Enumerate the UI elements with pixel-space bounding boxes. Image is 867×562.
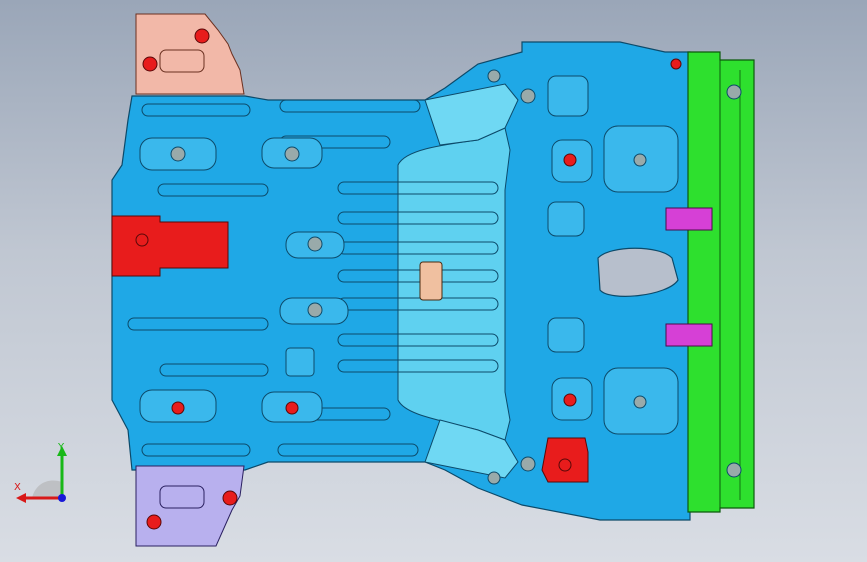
triad-y-label: Y [58, 442, 65, 453]
tunnel-clip [419, 261, 443, 301]
floor-access-hole [597, 247, 679, 297]
triad-z-axis [58, 494, 66, 502]
triad-x-label: X [14, 482, 21, 493]
front-left-bracket[interactable] [135, 13, 245, 95]
tunnel-lower-flare [424, 419, 519, 479]
rail-clip-upper [665, 207, 713, 231]
front-bracket-slot [159, 49, 205, 73]
rear-left-bracket[interactable] [135, 465, 245, 547]
triad-y-arrow [57, 446, 67, 456]
triad-x-arrow [16, 493, 26, 503]
axis-triad [16, 446, 67, 503]
triad-plane [32, 480, 62, 498]
grey-bosses [170, 69, 742, 485]
rear-bracket-slot [159, 485, 205, 509]
mount-pads [139, 75, 679, 435]
center-tunnel [397, 127, 511, 441]
seat-bracket-left[interactable] [111, 215, 229, 277]
bolt-holes [135, 28, 682, 530]
rail-clip-lower [665, 323, 713, 347]
rear-cross-rail[interactable] [687, 51, 755, 513]
tunnel-upper-flare [424, 83, 519, 146]
